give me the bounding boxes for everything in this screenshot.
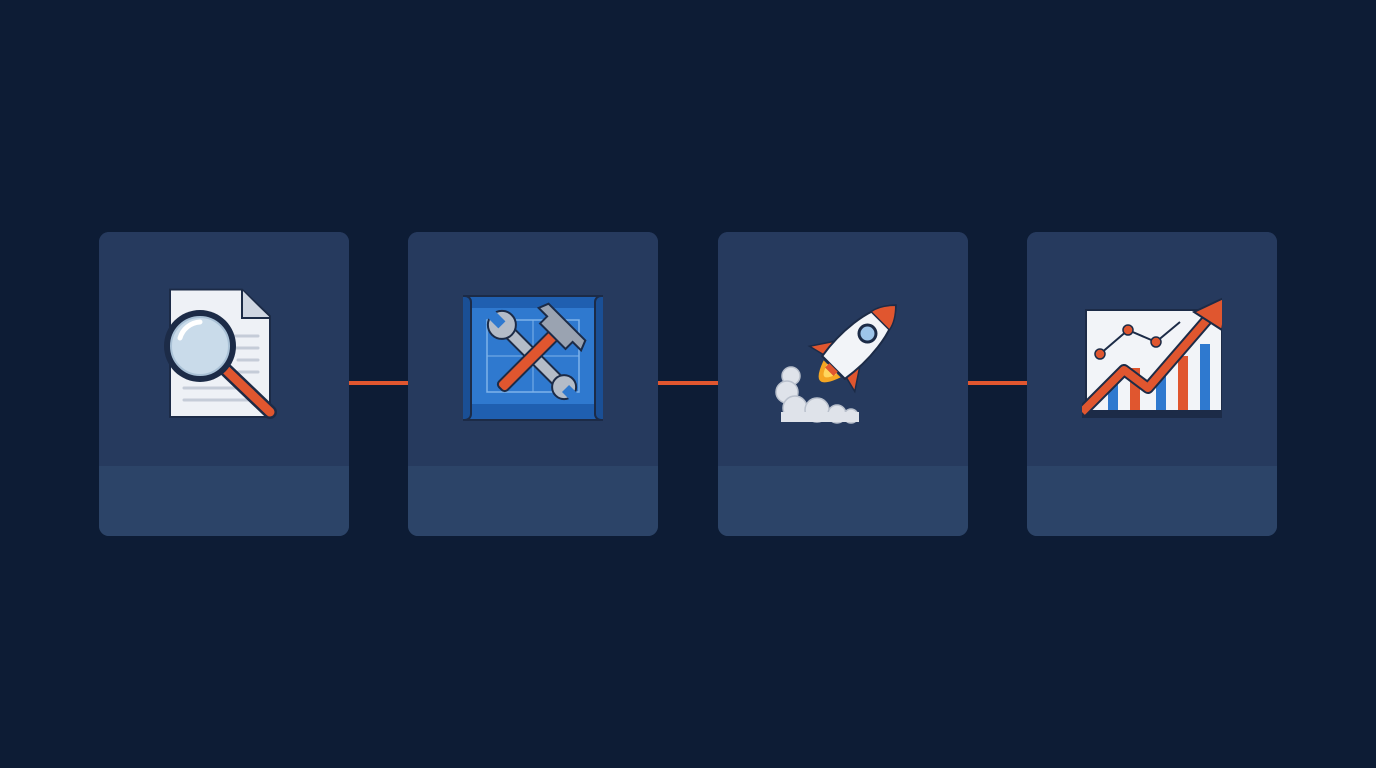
step-card-build <box>408 232 658 536</box>
magnifier-document-icon <box>154 284 294 424</box>
rocket-launch-icon <box>773 284 913 424</box>
step-card-growth <box>1027 232 1277 536</box>
step-card-launch <box>718 232 968 536</box>
connector-line <box>968 381 1028 385</box>
blueprint-tools-icon <box>463 284 603 424</box>
connector-line <box>658 381 718 385</box>
step-card-research <box>99 232 349 536</box>
connector-line <box>349 381 409 385</box>
growth-chart-icon <box>1082 284 1222 424</box>
